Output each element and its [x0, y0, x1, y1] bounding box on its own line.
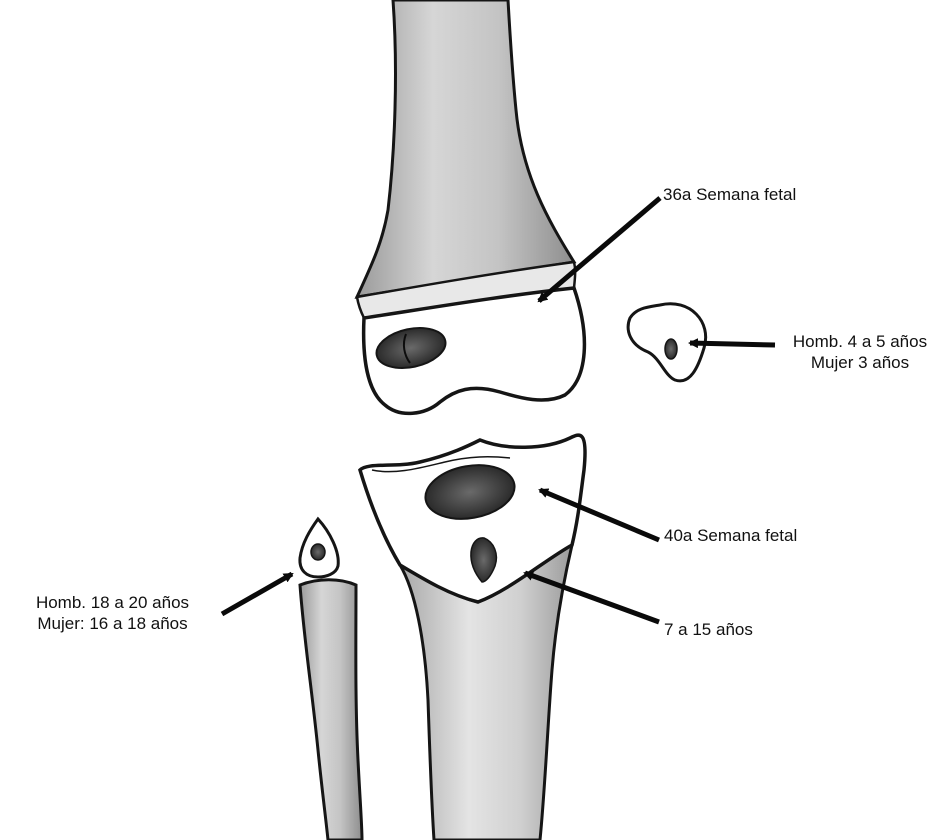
label-femur-text: 36a Semana fetal: [663, 184, 796, 205]
label-tibial-tuberosity-text: 7 a 15 años: [664, 619, 753, 640]
arrow-fibula: [222, 574, 292, 614]
label-tibial-tuberosity: 7 a 15 años: [664, 619, 753, 640]
label-fibula: Homb. 18 a 20 años Mujer: 16 a 18 años: [0, 592, 225, 634]
femur-shaft: [357, 0, 574, 297]
label-patella: Homb. 4 a 5 años Mujer 3 años: [770, 331, 950, 373]
label-tibia-epiphysis: 40a Semana fetal: [664, 525, 797, 546]
label-fibula-line1: Homb. 18 a 20 años: [0, 592, 225, 613]
fibula-shaft: [300, 580, 362, 840]
label-fibula-line2: Mujer: 16 a 18 años: [0, 613, 225, 634]
fibula-ossification-center: [311, 544, 325, 560]
label-femur: 36a Semana fetal: [663, 184, 796, 205]
label-patella-line2: Mujer 3 años: [770, 352, 950, 373]
label-patella-line1: Homb. 4 a 5 años: [770, 331, 950, 352]
arrow-patella: [690, 343, 775, 345]
label-tibia-epiphysis-text: 40a Semana fetal: [664, 525, 797, 546]
patella-ossification-center: [665, 339, 677, 359]
